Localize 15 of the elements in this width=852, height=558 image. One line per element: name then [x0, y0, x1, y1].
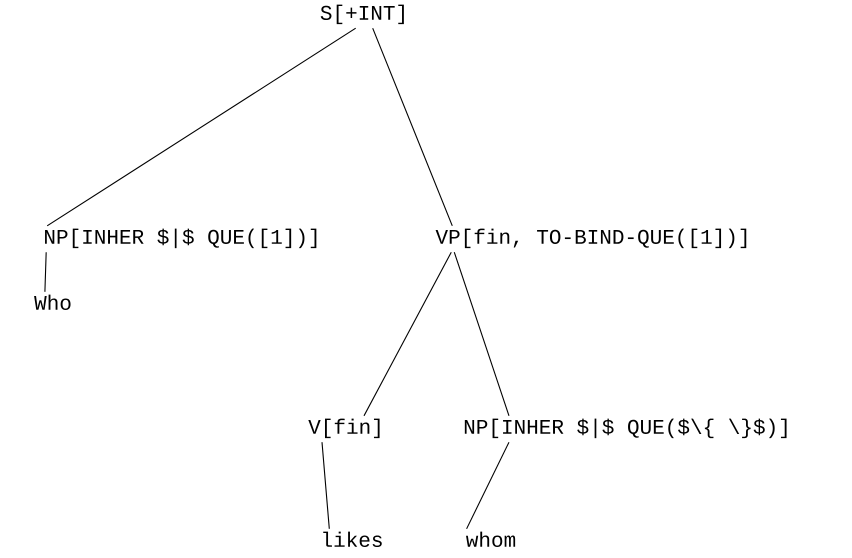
tree-branch: [364, 252, 452, 416]
tree-label: V[fin]: [308, 418, 380, 438]
tree-label: VP[fin, TO-BIND-QUE([1])]: [436, 228, 746, 248]
tree-branch: [44, 252, 47, 292]
tree-label: NP[INHER $|$ QUE($\{ \}$)]: [464, 418, 787, 438]
tree-label: S[+INT]: [320, 4, 404, 24]
tree-label: Who: [34, 294, 71, 310]
tree-branch: [372, 28, 453, 226]
tree-branch: [466, 442, 510, 530]
tree-label: NP[INHER $|$ QUE([1])]: [45, 228, 316, 248]
tree-branch: [454, 252, 510, 416]
tree-label: whom: [466, 532, 516, 547]
tree-branch: [46, 28, 356, 226]
tree-label: likes: [323, 532, 382, 547]
tree-branch: [321, 442, 330, 529]
